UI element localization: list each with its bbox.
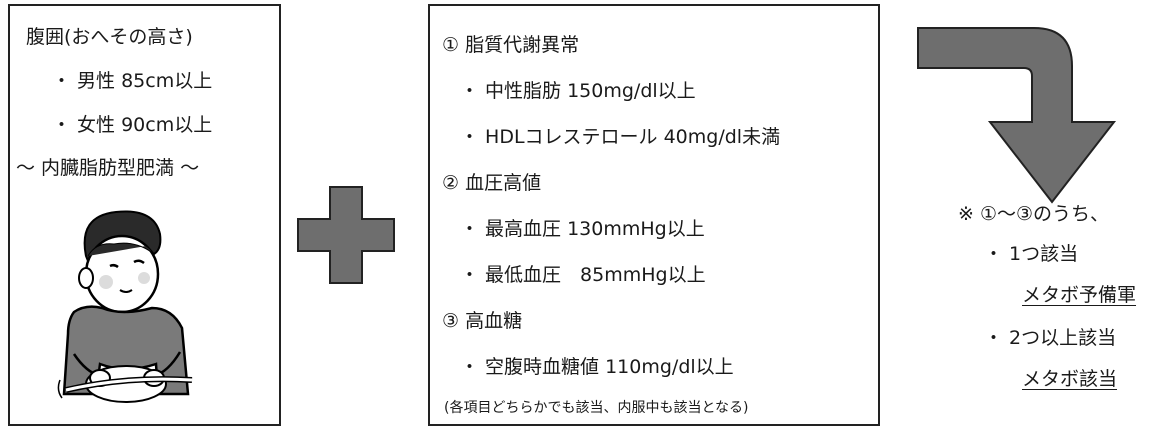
bp-diastolic: ・ 最低血圧 85mmHg以上 bbox=[460, 264, 706, 286]
person-measuring-waist-icon bbox=[57, 210, 193, 403]
bp-title: ② 血圧高値 bbox=[442, 172, 542, 194]
metabolic-criteria-box: ① 脂質代謝異常 ・ 中性脂肪 150mg/dl以上 ・ HDLコレステロール … bbox=[428, 4, 880, 426]
curved-arrow-down-icon bbox=[917, 27, 1117, 204]
waist-female-criterion: ・ 女性 90cm以上 bbox=[52, 114, 213, 136]
waist-criteria-box: 腹囲(おへその高さ) ・ 男性 85cm以上 ・ 女性 90cm以上 ～ 内臓脂… bbox=[8, 4, 281, 426]
lipid-hdl: ・ HDLコレステロール 40mg/dl未満 bbox=[460, 126, 781, 148]
result-one-match: ・ 1つ該当 bbox=[984, 243, 1079, 265]
visceral-obesity-label: ～ 内臓脂肪型肥満 ～ bbox=[16, 157, 200, 179]
result-intro: ※ ①～③のうち、 bbox=[958, 203, 1110, 225]
plus-icon bbox=[297, 186, 395, 284]
glucose-title: ③ 高血糖 bbox=[442, 310, 523, 332]
lipid-triglyceride: ・ 中性脂肪 150mg/dl以上 bbox=[460, 80, 696, 102]
glucose-fasting: ・ 空腹時血糖値 110mg/dl以上 bbox=[460, 356, 734, 378]
bp-systolic: ・ 最高血圧 130mmHg以上 bbox=[460, 218, 705, 240]
result-two-match: ・ 2つ以上該当 bbox=[984, 327, 1117, 349]
criteria-note: (各項目どちらかでも該当、内服中も該当となる) bbox=[444, 400, 749, 416]
waist-male-criterion: ・ 男性 85cm以上 bbox=[52, 70, 213, 92]
metabo-reserve-label: メタボ予備軍 bbox=[1022, 284, 1137, 306]
waist-title: 腹囲(おへその高さ) bbox=[26, 26, 193, 48]
metabo-match-label: メタボ該当 bbox=[1022, 368, 1118, 390]
lipid-title: ① 脂質代謝異常 bbox=[442, 34, 580, 56]
